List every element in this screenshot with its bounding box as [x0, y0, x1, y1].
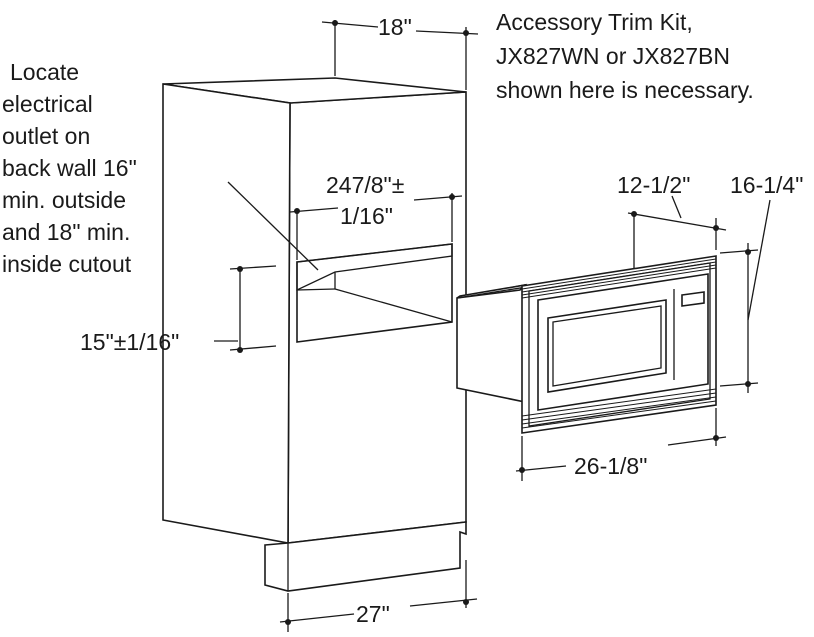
depth-label: 18" [378, 14, 412, 40]
dimension-opening-height: 15"±1/16" [80, 265, 277, 355]
trim-width-label: 26-1/8" [574, 453, 647, 479]
dimension-depth-18: 18" [321, 14, 479, 90]
dimension-trim-width: 26-1/8" [515, 408, 727, 481]
outlet-note-line-4: back wall 16" [2, 155, 137, 181]
dimension-trim-height: 16-1/4" [719, 172, 803, 393]
trim-height-label: 16-1/4" [730, 172, 803, 198]
opening-height-label: 15"±1/16" [80, 329, 179, 355]
outlet-note-line-3: outlet on [2, 123, 90, 149]
opening-width-label-line2: 1/16" [340, 203, 393, 229]
cabinet-cutout [296, 243, 453, 343]
wall-cabinet [162, 77, 467, 592]
trim-depth-label: 12-1/2" [617, 172, 690, 198]
microwave-with-trim-kit [456, 255, 717, 434]
outlet-leader-line [227, 181, 319, 271]
outlet-note-line-1: Locate [10, 59, 79, 85]
accessory-note-line-3: shown here is necessary. [496, 77, 754, 103]
dimension-cabinet-width: 27" [279, 560, 478, 632]
dimension-opening-width: 247/8"± 1/16" [289, 172, 463, 260]
opening-width-label-line1: 247/8"± [326, 172, 404, 198]
outlet-note-line-5: min. outside [2, 187, 126, 213]
accessory-note-line-2: JX827WN or JX827BN [496, 43, 730, 69]
outlet-note-line-2: electrical [2, 91, 93, 117]
outlet-note-line-6: and 18" min. [2, 219, 130, 245]
accessory-trim-note: Accessory Trim Kit, JX827WN or JX827BN s… [496, 9, 754, 103]
accessory-note-line-1: Accessory Trim Kit, [496, 9, 693, 35]
outlet-location-note: Locate electrical outlet on back wall 16… [2, 59, 137, 277]
dimension-trim-depth: 12-1/2" [617, 172, 727, 268]
cabinet-width-label: 27" [356, 601, 390, 627]
outlet-note-line-7: inside cutout [2, 251, 132, 277]
